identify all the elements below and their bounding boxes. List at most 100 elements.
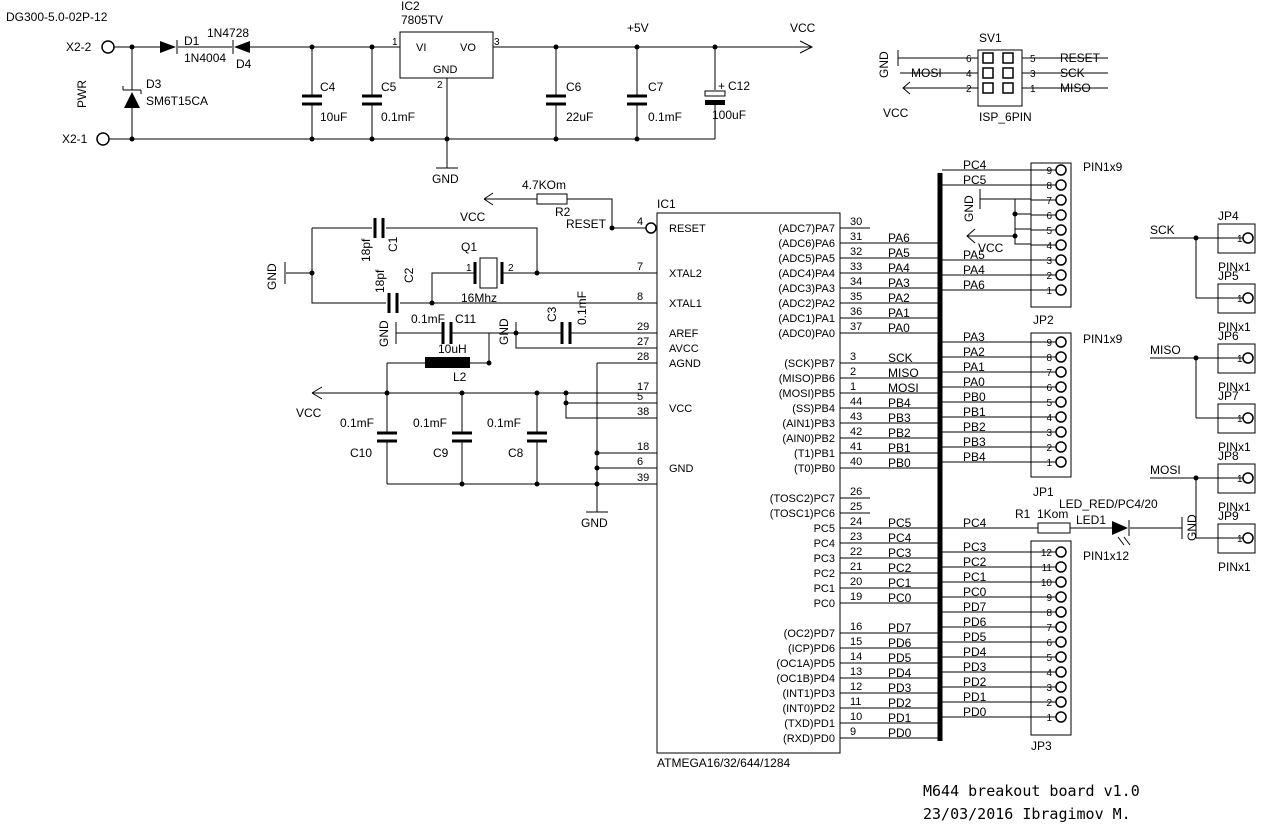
ic1-right-pin-num: 40 <box>850 456 862 468</box>
jp3-pin-num: 9 <box>1046 593 1052 604</box>
single-pin-num: 1 <box>1237 474 1243 485</box>
title-line-2: 23/03/2016 Ibragimov M. <box>923 805 1131 823</box>
ic1-right-pin-name: (INT1)PD3 <box>782 688 835 700</box>
c8-value: 0.1mF <box>487 416 521 430</box>
jp2-pin-num: 4 <box>1046 241 1052 252</box>
d1-ref: D1 <box>184 34 200 48</box>
ic1-left-pin-name: AREF <box>669 328 699 340</box>
ic1-left-pin-num: 18 <box>637 441 649 453</box>
ic1-right-pin-name: PC2 <box>814 568 835 580</box>
jp3-pin-pad <box>1055 636 1067 648</box>
ic1-right-pin-name: PC3 <box>814 553 835 565</box>
ic1-left-pin-num: 4 <box>637 216 643 228</box>
ic2-gnd: GND <box>433 64 458 76</box>
jp3-net-label: PD5 <box>963 630 987 644</box>
ic1-net-label: PD0 <box>888 726 912 740</box>
ic1-right-pin-num: 19 <box>850 591 862 603</box>
jp1-net-label: PB0 <box>963 390 986 404</box>
c7-ref: C7 <box>648 80 664 94</box>
ic1-left-pin-num: 38 <box>637 406 649 418</box>
ic1-right-pin-num: 23 <box>850 531 862 543</box>
jp3-pin-pad <box>1055 711 1067 723</box>
jp2-value: PIN1x9 <box>1083 160 1123 174</box>
jp3-pin-pad <box>1055 696 1067 708</box>
single-pin-num: 1 <box>1237 234 1243 245</box>
r2-ref: R2 <box>555 205 571 219</box>
ic1-net-label: PC0 <box>888 591 912 605</box>
svg-text:1: 1 <box>466 263 472 274</box>
ic1-left-pin-num: 27 <box>637 336 649 348</box>
ic1-right-pin-name: (ADC7)PA7 <box>778 223 835 235</box>
d4-diode <box>234 41 250 53</box>
jp1-pin-num: 3 <box>1046 428 1052 439</box>
l2-inductor <box>425 357 470 368</box>
jp1-pin-pad <box>1055 351 1067 363</box>
single-pin-ref: JP8 <box>1218 449 1239 463</box>
ic1-right-pin-num: 31 <box>850 231 862 243</box>
led-net: PC4 <box>963 516 987 530</box>
ic1-net-label: PC2 <box>888 561 912 575</box>
ic1-right-pin-name: (ADC0)PA0 <box>778 328 835 340</box>
jp1-pin-num: 8 <box>1046 353 1052 364</box>
ic1-right-pin-num: 2 <box>850 366 856 378</box>
single-pin-ref: JP6 <box>1218 329 1239 343</box>
jp2-gnd: GND <box>962 195 976 222</box>
reset-net: RESET <box>566 217 607 231</box>
ic1-right-pin-num: 13 <box>850 666 862 678</box>
c6-value: 22uF <box>566 110 593 124</box>
pwr-label: PWR <box>75 80 89 108</box>
single-pin-num: 1 <box>1237 414 1243 425</box>
ic2-gnd-symbol: GND <box>432 172 459 186</box>
x2-1-label: X2-1 <box>62 132 88 146</box>
ic1-right-pin-name: (TXD)PD1 <box>784 718 835 730</box>
ic1-right-pin-num: 32 <box>850 246 862 258</box>
jp2-pin-num: 8 <box>1046 181 1052 192</box>
jp2-ref: JP2 <box>1033 313 1054 327</box>
svg-text:+: + <box>718 79 725 93</box>
l2-ref: L2 <box>453 370 467 384</box>
jp3-ref: JP3 <box>1031 739 1052 753</box>
c5-value: 0.1mF <box>381 110 415 124</box>
jp2-pin-num: 9 <box>1046 166 1052 177</box>
jp3-net-label: PD2 <box>963 675 987 689</box>
ic1-right-pin-num: 41 <box>850 441 862 453</box>
jp3-net-label: PC2 <box>963 555 987 569</box>
isp-pin-pad <box>982 82 994 94</box>
jp2-pin-num: 5 <box>1046 226 1052 237</box>
jp3-pin-num: 10 <box>1041 578 1053 589</box>
jp3-pin-num: 1 <box>1046 713 1052 724</box>
power-supply: DG300-5.0-02P-12 X2-2 X2-1 PWR D1 1N4004… <box>6 0 816 186</box>
jp1-net-label: PA3 <box>963 330 985 344</box>
r1-resistor <box>1037 522 1071 534</box>
isp-pin-pad <box>982 67 994 79</box>
ic1-right-pin-num: 37 <box>850 321 862 333</box>
single-pin-ref: JP4 <box>1218 209 1239 223</box>
ic1-right-pin-num: 24 <box>850 516 862 528</box>
ic1-right-pin-num: 16 <box>850 621 862 633</box>
isp-ref: SV1 <box>979 31 1002 45</box>
jp1-pin-pad <box>1055 426 1067 438</box>
jp1-pin-num: 2 <box>1046 443 1052 454</box>
jp3-pin-pad <box>1055 591 1067 603</box>
ic1-net-label: PB2 <box>888 426 911 440</box>
jp1-pin-num: 6 <box>1046 383 1052 394</box>
ic1-net-label: PB3 <box>888 411 911 425</box>
jp3-net-label: PD1 <box>963 690 987 704</box>
jp2-pin-pad <box>1055 284 1067 296</box>
jp3-net-label: PC3 <box>963 540 987 554</box>
c9-value: 0.1mF <box>413 416 447 430</box>
jp2-pin-num: 7 <box>1046 196 1052 207</box>
jp1-pin-pad <box>1055 441 1067 453</box>
ic1-right-pin-num: 26 <box>850 486 862 498</box>
ic1-right-pin-num: 25 <box>850 501 862 513</box>
ic1-left-pin-num: 5 <box>637 391 643 403</box>
single-pin-pad <box>1242 532 1254 544</box>
ic1-net-label: PA3 <box>888 276 910 290</box>
d1-value: 1N4004 <box>184 51 226 65</box>
ic1-right-pin-name: (ADC3)PA3 <box>778 283 835 295</box>
ic1-net-label: PA4 <box>888 261 910 275</box>
r1-value: 1Kom <box>1037 507 1068 521</box>
jp1-net-label: PB3 <box>963 435 986 449</box>
c11-value: 0.1mF <box>411 312 445 326</box>
